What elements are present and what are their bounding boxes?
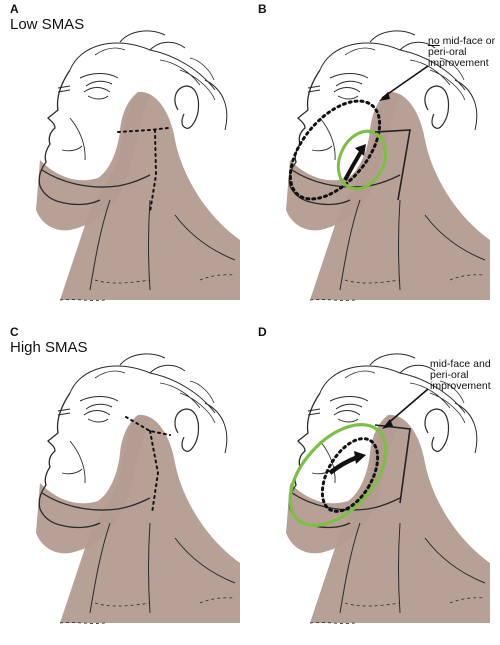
- panel-letter-c: C: [10, 325, 19, 339]
- panel-letter-a: A: [10, 2, 19, 16]
- brow: [80, 397, 118, 402]
- face-profile-illustration: [0, 323, 250, 645]
- ear: [175, 86, 199, 128]
- panel-c: C High SMAS: [0, 323, 250, 645]
- brow: [330, 74, 368, 79]
- arrow-icon: [382, 66, 428, 98]
- ear: [425, 86, 449, 128]
- face-profile-illustration: [0, 0, 250, 322]
- annotation-no-improvement: no mid-face or peri-oral improvement: [428, 36, 500, 69]
- panel-b: B no mid-face or peri-oral improvement: [250, 0, 500, 322]
- eye: [84, 81, 112, 99]
- panel-a: A Low SMAS: [0, 0, 250, 322]
- brow: [330, 397, 368, 402]
- cheek-lines: [62, 118, 85, 160]
- ear: [425, 409, 449, 451]
- panel-heading-low-smas: Low SMAS: [10, 16, 84, 33]
- eye: [84, 404, 112, 422]
- ear: [175, 409, 199, 451]
- brow: [80, 74, 118, 79]
- cheek-lines: [62, 441, 85, 483]
- annotation-improvement: mid-face and peri-oral improvement: [430, 359, 500, 392]
- eye: [334, 404, 362, 422]
- panel-heading-high-smas: High SMAS: [10, 339, 88, 356]
- eye: [334, 81, 362, 99]
- panel-letter-d: D: [258, 325, 267, 339]
- hair-strands: [95, 371, 215, 423]
- panel-letter-b: B: [258, 2, 267, 16]
- hair-strands: [95, 48, 215, 100]
- arrow-icon: [386, 389, 428, 425]
- panel-d: D mid-face and peri-oral improvement: [250, 323, 500, 645]
